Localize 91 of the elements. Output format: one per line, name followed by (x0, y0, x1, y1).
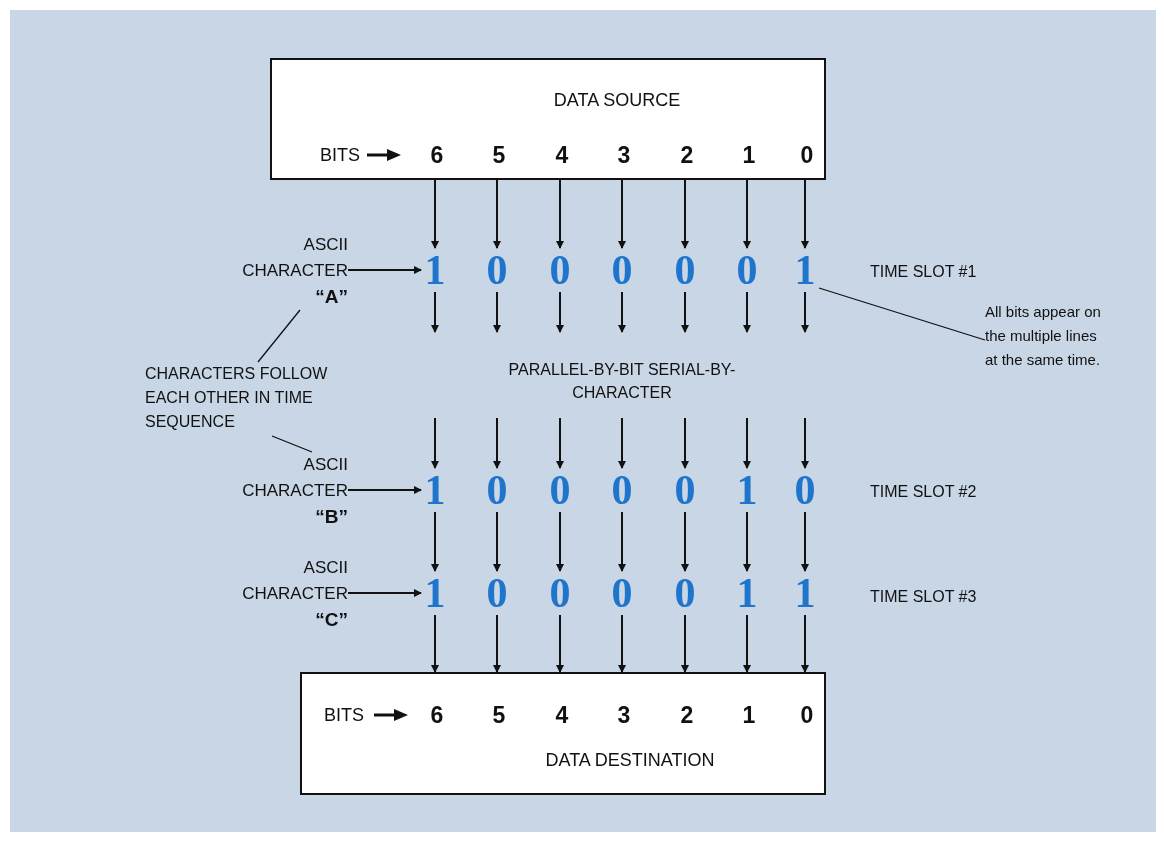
arrow (618, 291, 626, 333)
arrow (556, 511, 564, 572)
bit-number: 6 (430, 141, 444, 169)
character-label: ASCII CHARACTER “C” (238, 555, 348, 634)
bit-number: 4 (555, 701, 569, 729)
box-label: DATA DESTINATION (545, 749, 715, 771)
arrow (681, 614, 689, 673)
arrow (556, 179, 564, 249)
arrow (493, 417, 501, 469)
bit-number: 1 (742, 701, 756, 729)
bit-number: 3 (617, 141, 631, 169)
arrow (493, 179, 501, 249)
arrow (801, 511, 809, 572)
box-label: BITS (324, 704, 364, 726)
process-box (300, 672, 826, 795)
arrow (347, 266, 422, 274)
bit-value: 0 (671, 468, 699, 512)
bit-number: 1 (742, 141, 756, 169)
bit-value: 1 (421, 468, 449, 512)
arrow (801, 291, 809, 333)
arrow (801, 614, 809, 673)
character-label: ASCII CHARACTER “B” (238, 452, 348, 531)
annotation-text: TIME SLOT #3 (870, 587, 978, 607)
character-label: ASCII CHARACTER “A” (238, 232, 348, 311)
arrow (493, 511, 501, 572)
bit-value: 1 (421, 571, 449, 615)
arrow (556, 291, 564, 333)
bit-value: 1 (421, 248, 449, 292)
leader-line (257, 309, 301, 363)
bit-value: 0 (483, 248, 511, 292)
arrow (556, 614, 564, 673)
annotation-text: CHARACTERS FOLLOW EACH OTHER IN TIME SEQUENCE (145, 362, 345, 434)
arrow (743, 417, 751, 469)
arrow (431, 511, 439, 572)
arrow (347, 486, 422, 494)
arrow (493, 291, 501, 333)
annotation-text: PARALLEL-BY-BIT SERIAL-BY-CHARACTER (507, 360, 737, 403)
bit-value: 0 (483, 468, 511, 512)
bit-value: 1 (791, 571, 819, 615)
arrow (618, 179, 626, 249)
arrow (681, 179, 689, 249)
bit-number: 0 (800, 141, 814, 169)
bit-value: 0 (483, 571, 511, 615)
box-label: DATA SOURCE (553, 89, 681, 111)
bit-value: 1 (733, 468, 761, 512)
leader-line (271, 435, 313, 453)
arrow (431, 417, 439, 469)
arrow (681, 511, 689, 572)
process-box (270, 58, 826, 180)
arrow (618, 511, 626, 572)
bit-number: 6 (430, 701, 444, 729)
bit-value: 0 (608, 248, 636, 292)
bit-value: 1 (733, 571, 761, 615)
bit-value: 0 (608, 571, 636, 615)
arrow (681, 291, 689, 333)
arrow (801, 417, 809, 469)
arrow (618, 614, 626, 673)
bit-number: 3 (617, 701, 631, 729)
bit-value: 0 (546, 248, 574, 292)
arrow (743, 291, 751, 333)
annotation-text: TIME SLOT #1 (870, 262, 978, 282)
box-label: BITS (320, 144, 360, 166)
annotation-text: All bits appear on the multiple lines at the same time. (985, 300, 1110, 372)
bit-value: 0 (546, 468, 574, 512)
bit-value: 0 (671, 248, 699, 292)
leader-line (818, 287, 986, 341)
arrow (743, 511, 751, 572)
arrow (618, 417, 626, 469)
bit-value: 1 (791, 248, 819, 292)
bit-number: 5 (492, 141, 506, 169)
arrow (681, 417, 689, 469)
annotation-text: TIME SLOT #2 (870, 482, 978, 502)
arrow (801, 179, 809, 249)
bit-value: 0 (608, 468, 636, 512)
bit-value: 0 (791, 468, 819, 512)
bit-number: 0 (800, 701, 814, 729)
arrow (431, 179, 439, 249)
bit-value: 0 (546, 571, 574, 615)
arrow (743, 179, 751, 249)
arrow (431, 291, 439, 333)
arrow (493, 614, 501, 673)
bit-number: 4 (555, 141, 569, 169)
bit-value: 0 (671, 571, 699, 615)
arrow (743, 614, 751, 673)
arrow (431, 614, 439, 673)
arrow (347, 589, 422, 597)
bit-value: 0 (733, 248, 761, 292)
bit-number: 5 (492, 701, 506, 729)
bit-number: 2 (680, 141, 694, 169)
arrow (556, 417, 564, 469)
bit-number: 2 (680, 701, 694, 729)
